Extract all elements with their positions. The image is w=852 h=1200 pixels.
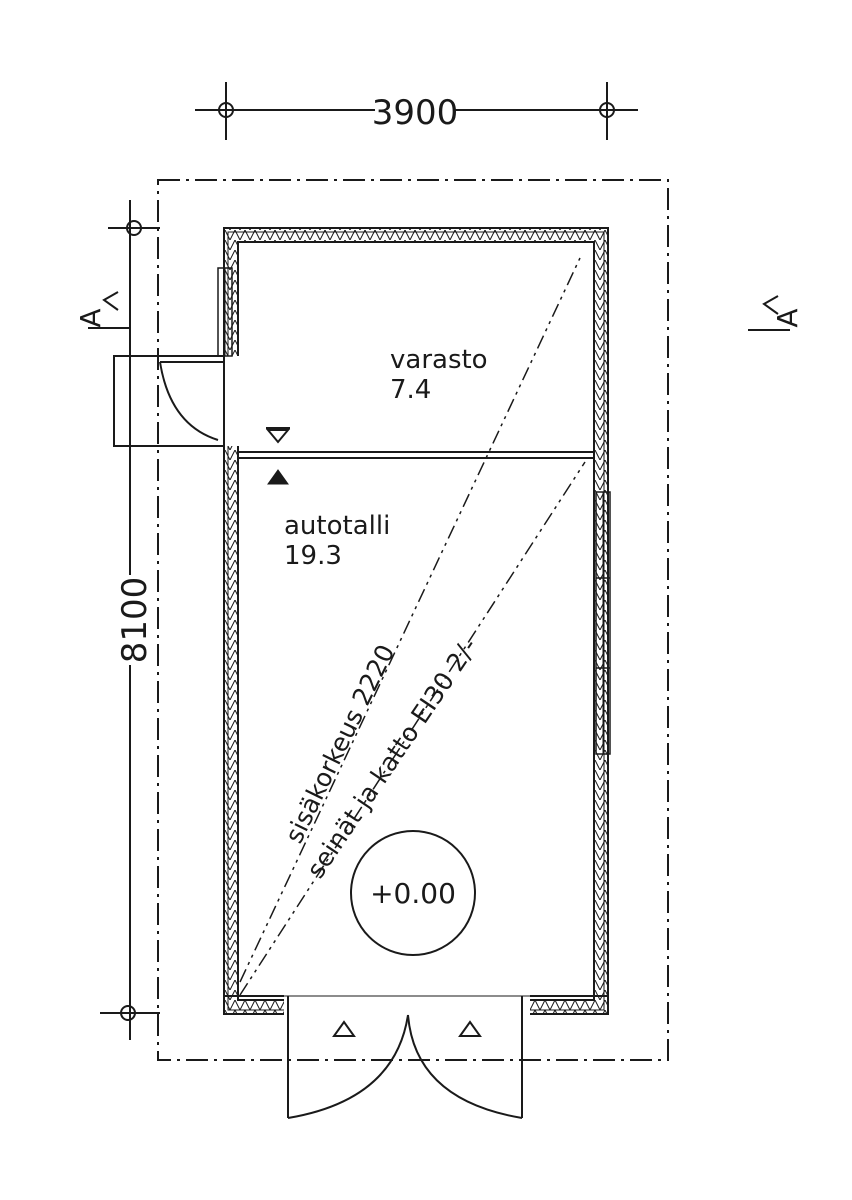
width-dimension: 3900	[195, 82, 638, 140]
section-marker-right: A	[748, 295, 804, 331]
diagonal-guide-line-2	[239, 461, 586, 996]
section-marker-left: A	[74, 291, 130, 329]
room-area-autotalli: 19.3	[284, 541, 342, 571]
floor-level-marker: +0.00	[350, 830, 476, 956]
building-walls	[223, 227, 609, 1015]
diagonal-guide-line-1	[239, 257, 581, 983]
right-wall-windows	[595, 491, 611, 755]
room-label-varasto: varasto	[390, 345, 488, 375]
left-wall-frames	[217, 267, 233, 357]
section-marker-right-label: A	[771, 308, 804, 327]
partition-wall	[238, 451, 594, 459]
site-boundary-line	[157, 179, 669, 1061]
room-area-varasto: 7.4	[390, 375, 431, 405]
width-dimension-label: 3900	[372, 93, 459, 133]
floor-level-label: +0.00	[370, 877, 456, 910]
side-door	[113, 355, 240, 447]
section-marker-left-label: A	[74, 308, 107, 327]
level-markers	[265, 427, 291, 485]
room-label-autotalli: autotalli	[284, 511, 390, 541]
garage-doors	[224, 995, 608, 1119]
length-dimension-label: 8100	[115, 577, 155, 664]
length-dimension: 8100	[100, 200, 160, 1040]
